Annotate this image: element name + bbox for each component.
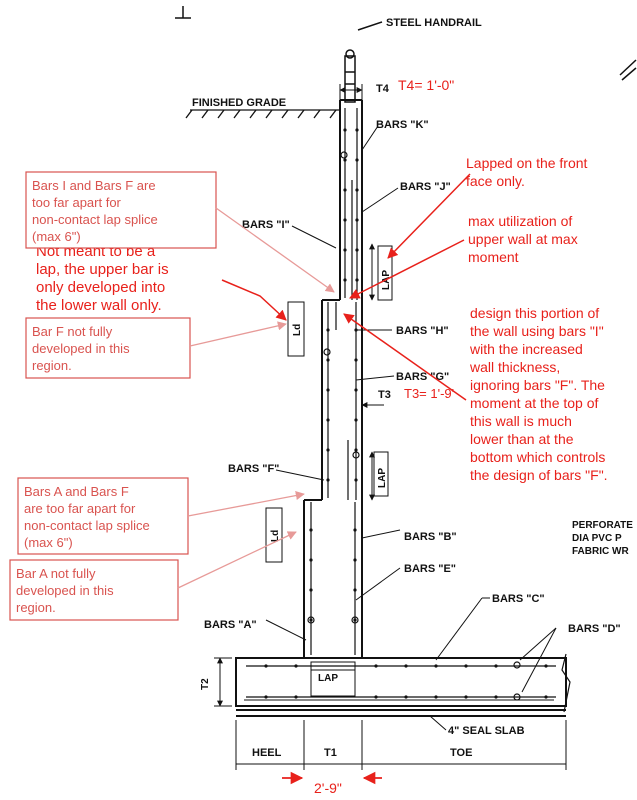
t4-dimension — [339, 84, 363, 100]
lap-dims — [310, 243, 393, 697]
box-bars-i-f-arrow — [215, 207, 335, 293]
lap-label-footing: LAP — [318, 673, 338, 684]
svg-text:region.: region. — [16, 600, 56, 615]
svg-text:Bars I and Bars F are: Bars I and Bars F are — [32, 178, 156, 193]
svg-text:non-contact lap splice: non-contact lap splice — [32, 212, 158, 227]
svg-text:Bar F not fully: Bar F not fully — [32, 324, 113, 339]
footing-dimensions — [235, 720, 567, 770]
seal-slab-label: 4" SEAL SLAB — [448, 725, 525, 737]
bars-f-label: BARS "F" — [228, 463, 279, 475]
wall-outline — [303, 99, 363, 658]
note-not-meant-arrow — [221, 279, 287, 321]
box-bar-a-developed: Bar A not fully developed in this region… — [9, 559, 179, 621]
svg-text:this wall is much: this wall is much — [470, 413, 572, 429]
box-bars-a-f: Bars A and Bars F are too far apart for … — [17, 477, 189, 555]
svg-text:(max 6"): (max 6") — [32, 229, 81, 244]
steel-handrail — [344, 21, 383, 103]
footing — [235, 653, 571, 717]
steel-handrail-label: STEEL HANDRAIL — [386, 17, 482, 29]
box-bars-i-f: Bars I and Bars F are too far apart for … — [25, 171, 217, 249]
svg-text:region.: region. — [32, 358, 72, 373]
perforated-line-1: PERFORATE — [572, 520, 633, 531]
bars-h-label: BARS "H" — [396, 325, 449, 337]
svg-text:the lower wall only.: the lower wall only. — [36, 297, 162, 314]
ld-label-lower: Ld — [270, 530, 281, 542]
t4-label: T4 — [376, 83, 390, 95]
box-bar-f-developed: Bar F not fully developed in this region… — [25, 317, 191, 379]
svg-text:the design of bars "F".: the design of bars "F". — [470, 467, 608, 483]
svg-text:developed in this: developed in this — [32, 341, 130, 356]
svg-text:Lapped on the front: Lapped on the front — [466, 155, 588, 171]
svg-text:ignoring bars "F". The: ignoring bars "F". The — [470, 377, 605, 393]
box-bars-a-f-arrow — [187, 491, 305, 517]
svg-text:wall thickness,: wall thickness, — [469, 359, 560, 375]
bars-g-label: BARS "G" — [396, 371, 449, 383]
t3-label: T3 — [378, 389, 391, 401]
finished-grade-line — [185, 109, 340, 119]
t2-dimension — [214, 657, 232, 707]
svg-text:non-contact lap splice: non-contact lap splice — [24, 518, 150, 533]
bars-a-label: BARS "A" — [204, 619, 257, 631]
svg-text:face only.: face only. — [466, 173, 525, 189]
t1-label: T1 — [324, 747, 337, 759]
t3-dimension — [361, 398, 384, 412]
wall-rebar-dots — [309, 128, 359, 622]
box-bar-f-arrow — [189, 321, 287, 347]
bars-b-label: BARS "B" — [404, 531, 457, 543]
note-not-meant-lap: Not meant to be a lap, the upper bar is … — [36, 243, 169, 314]
seal-slab-leader — [429, 715, 447, 731]
bars-e-label: BARS "E" — [404, 563, 456, 575]
finished-grade-label: FINISHED GRADE — [192, 97, 286, 109]
note-lapped-front: Lapped on the front face only. — [466, 155, 588, 189]
svg-text:design this portion of: design this portion of — [470, 305, 599, 321]
svg-text:upper wall at max: upper wall at max — [468, 231, 578, 247]
wall-rebar — [310, 108, 358, 655]
svg-text:with the increased: with the increased — [469, 341, 583, 357]
svg-text:Bar A not fully: Bar A not fully — [16, 566, 96, 581]
bars-d-label: BARS "D" — [568, 623, 621, 635]
ld-label-upper: Ld — [292, 324, 303, 336]
bars-k-label: BARS "K" — [376, 119, 429, 131]
lap-label-middle: LAP — [377, 468, 388, 488]
bars-i-label: BARS "I" — [242, 219, 290, 231]
footing-dots — [264, 664, 548, 699]
bar-leaders — [265, 125, 557, 693]
svg-text:max utilization of: max utilization of — [468, 213, 572, 229]
note-lapped-front-arrow — [387, 173, 471, 259]
svg-text:moment: moment — [468, 249, 519, 265]
svg-text:developed in this: developed in this — [16, 583, 114, 598]
note-max-utilization-arrow — [349, 239, 465, 299]
svg-text:are too far apart for: are too far apart for — [24, 501, 136, 516]
svg-text:lower than at the: lower than at the — [470, 431, 574, 447]
note-design-portion: design this portion of the wall using ba… — [469, 305, 608, 483]
perforated-line-2: DIA PVC P — [572, 533, 622, 544]
svg-text:bottom which controls: bottom which controls — [470, 449, 605, 465]
heel-label: HEEL — [252, 747, 282, 759]
top-marks — [175, 6, 637, 81]
rebar-circles — [307, 151, 521, 701]
t4-value: T4= 1'-0" — [398, 77, 454, 93]
toe-label: TOE — [450, 747, 472, 759]
t2-label: T2 — [200, 678, 211, 690]
perforated-line-3: FABRIC WR — [572, 546, 629, 557]
box-bar-a-arrow — [177, 531, 297, 589]
note-max-utilization: max utilization of upper wall at max mom… — [468, 213, 578, 265]
svg-text:too far apart for: too far apart for — [32, 195, 122, 210]
t1-dimension-value: 2'-9" — [314, 780, 342, 796]
bars-c-label: BARS "C" — [492, 593, 545, 605]
t3-value: T3= 1'-9' — [404, 386, 454, 401]
svg-text:moment at the top of: moment at the top of — [470, 395, 599, 411]
svg-text:Bars A and Bars F: Bars A and Bars F — [24, 484, 129, 499]
svg-text:the wall using bars "I": the wall using bars "I" — [470, 323, 604, 339]
svg-text:only developed into: only developed into — [36, 279, 165, 296]
ld-dims — [265, 301, 305, 563]
svg-text:(max 6"): (max 6") — [24, 535, 73, 550]
bars-j-label: BARS "J" — [400, 181, 451, 193]
svg-text:lap, the upper bar is: lap, the upper bar is — [36, 261, 169, 278]
note-design-portion-arrow — [343, 313, 467, 401]
